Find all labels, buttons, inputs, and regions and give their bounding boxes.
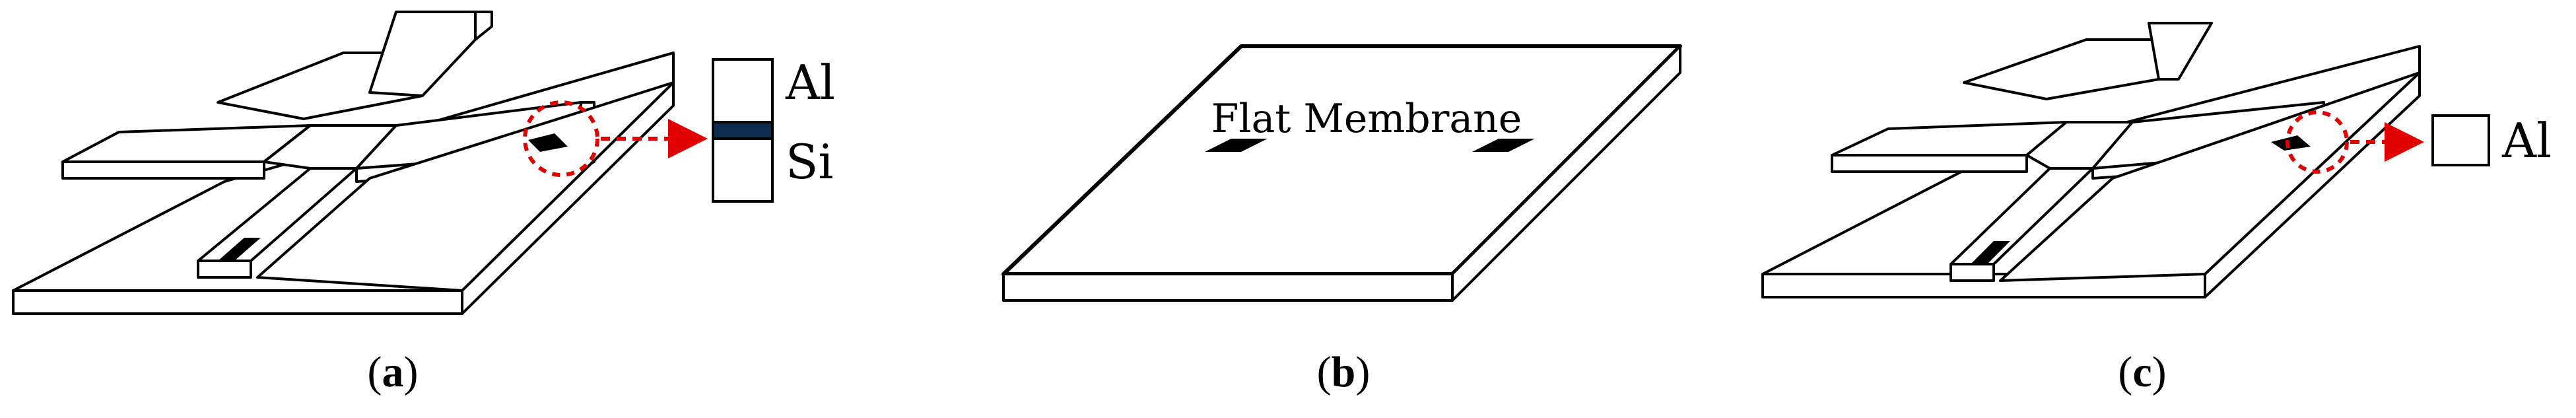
panel-c-caption: (c) (2118, 348, 2166, 396)
panel-c (1761, 22, 2421, 298)
panel-a-layer-label-si: Si (786, 134, 833, 190)
panel-b-label: Flat Membrane (1211, 96, 1522, 142)
panel-a-layer-al (712, 58, 774, 123)
panel-a-layer-stack (712, 58, 774, 203)
panel-c-pad-2 (2271, 135, 2311, 151)
panel-c-layer-label-al: Al (2501, 113, 2552, 168)
panel-a-caption: (a) (368, 348, 419, 396)
panel-a-arm-back-side (474, 11, 493, 41)
panel-b-caption: (b) (1317, 348, 1371, 396)
panel-b (1001, 44, 1682, 302)
panel-c-arm-back-top (2148, 22, 2213, 81)
panel-a-pad-1 (218, 238, 261, 261)
panel-b-membrane-side (1451, 45, 1681, 302)
panel-a (12, 11, 675, 315)
panel-b-pad-right (1472, 139, 1535, 152)
panel-c-block-back-top (1963, 38, 2160, 100)
panel-c-layer-al (2431, 114, 2490, 166)
panel-a-block-front-top (256, 81, 675, 292)
panel-a-arm-back-top (368, 11, 477, 97)
panel-b-membrane-front (1002, 273, 1454, 302)
panel-a-base-front (12, 289, 463, 315)
panel-c-arm-front-face (1949, 263, 1995, 282)
panel-a-arm-front-face (197, 260, 252, 279)
panel-c-arm-left-front (1831, 154, 2028, 173)
panel-c-pad-1 (1971, 241, 2010, 264)
panel-a-dashed-circle-icon (523, 100, 599, 177)
panel-a-layer-label-al: Al (785, 55, 835, 110)
panel-a-pad-2 (528, 133, 568, 152)
panel-c-block-front-top (1999, 71, 2421, 282)
panel-b-pad-left (1205, 139, 1268, 152)
panel-a-layer-si (712, 137, 774, 203)
panel-a-arm-left-front (61, 160, 265, 180)
panel-a-layer-interface (712, 121, 774, 140)
panel-c-dashed-circle-icon (2286, 110, 2349, 174)
